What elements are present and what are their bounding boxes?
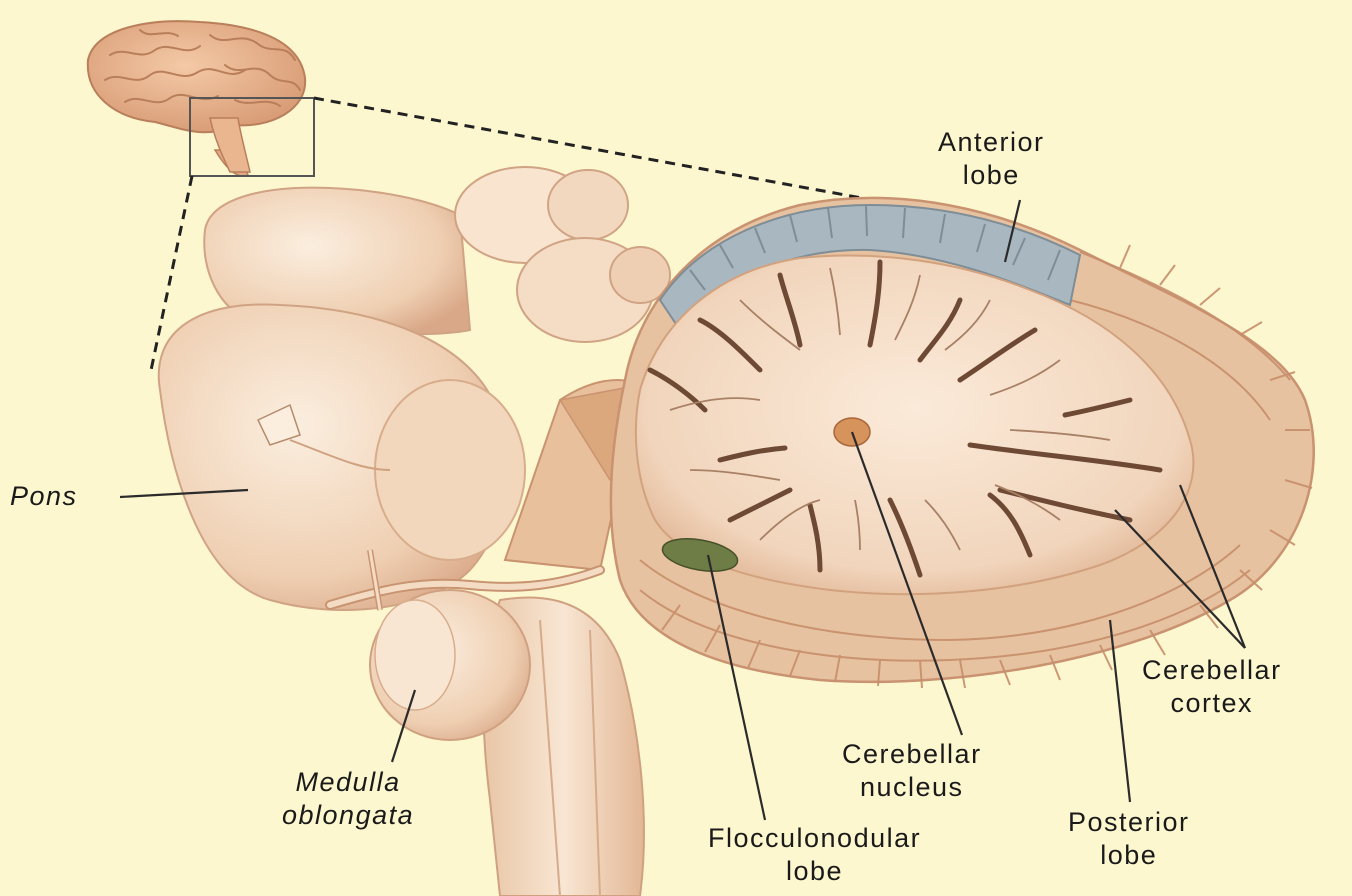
pons-body [159, 304, 525, 610]
whole-brain-thumbnail [88, 21, 314, 176]
label-anterior-lobe-line1: Anterior [938, 126, 1045, 159]
label-medulla-oblongata-line2: oblongata [282, 799, 414, 832]
label-anterior-lobe-line2: lobe [938, 159, 1045, 192]
cerebellum [611, 198, 1314, 688]
label-pons: Pons [10, 480, 78, 513]
label-cerebellar-cortex-line1: Cerebellar [1142, 654, 1282, 687]
label-posterior-lobe-line1: Posterior [1068, 806, 1190, 839]
label-anterior-lobe: Anterior lobe [938, 126, 1045, 192]
medulla-stem [330, 550, 644, 896]
label-medulla-oblongata: Medulla oblongata [282, 766, 414, 832]
label-cerebellar-nucleus-line1: Cerebellar [842, 738, 982, 771]
label-posterior-lobe-line2: lobe [1068, 839, 1190, 872]
label-cerebellar-nucleus: Cerebellar nucleus [842, 738, 982, 804]
label-cerebellar-cortex-line2: cortex [1142, 687, 1282, 720]
label-flocculonodular-lobe-line1: Flocculonodular [708, 822, 921, 855]
label-pons-line1: Pons [10, 480, 78, 513]
label-posterior-lobe: Posterior lobe [1068, 806, 1190, 872]
label-cerebellar-nucleus-line2: nucleus [842, 771, 982, 804]
label-cerebellar-cortex: Cerebellar cortex [1142, 654, 1282, 720]
label-flocculonodular-lobe-line2: lobe [708, 855, 921, 888]
label-medulla-oblongata-line1: Medulla [282, 766, 414, 799]
label-flocculonodular-lobe: Flocculonodular lobe [708, 822, 921, 888]
